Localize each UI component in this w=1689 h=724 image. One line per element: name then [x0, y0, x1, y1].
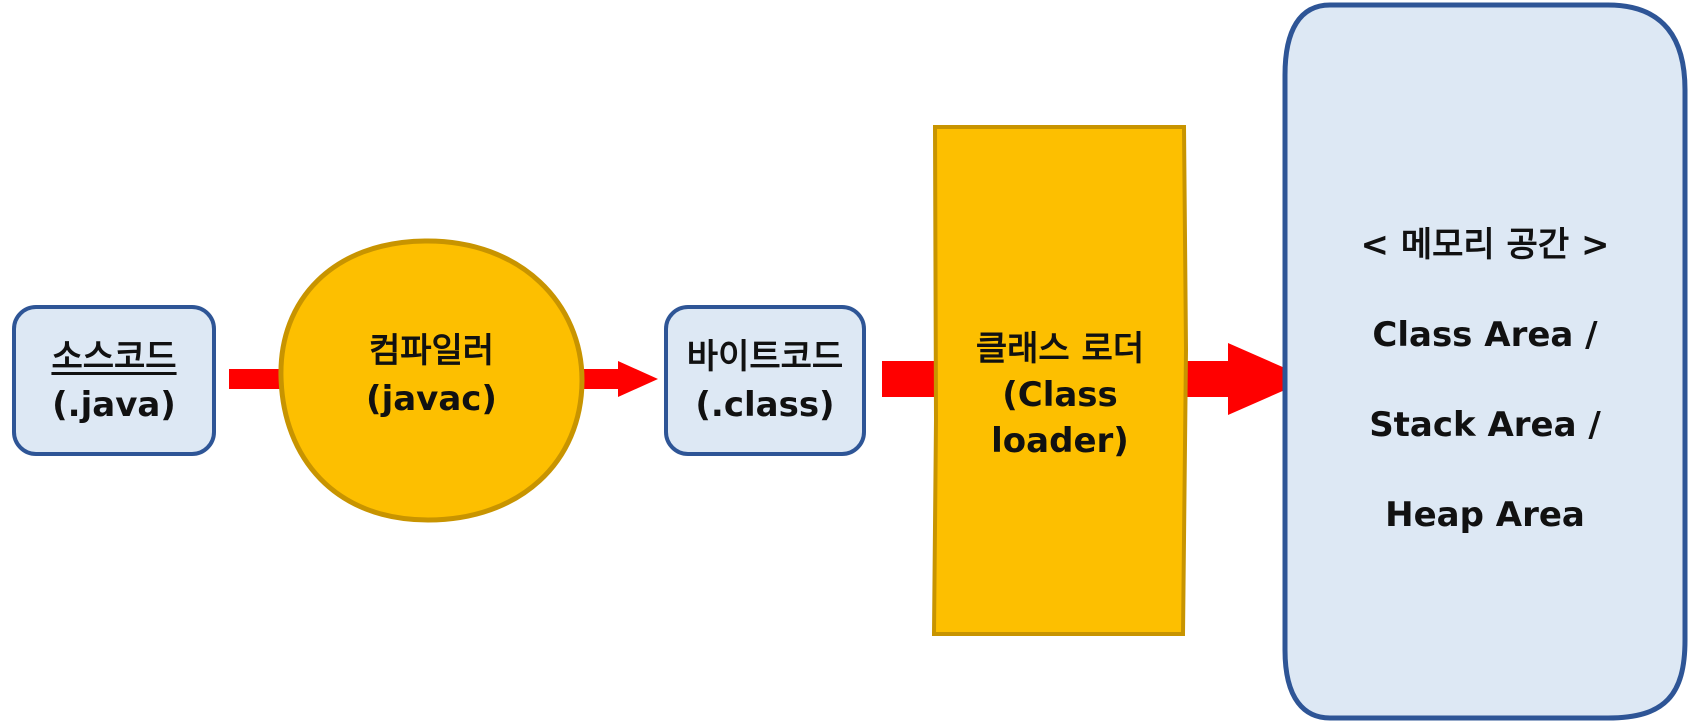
arrow-bytecode-to-loader — [882, 361, 936, 397]
class-loader-en-2: loader) — [991, 421, 1129, 461]
compiler-circle — [278, 238, 585, 523]
source-code-label: 소스코드 (.java) — [14, 307, 214, 454]
memory-space-box — [1282, 2, 1688, 721]
memory-class-area: Class Area / — [1372, 315, 1598, 355]
bytecode-box — [664, 305, 866, 456]
bytecode-ext: (.class) — [695, 384, 835, 425]
memory-stack-area: Stack Area / — [1369, 405, 1601, 445]
arrow-compiler-to-bytecode — [578, 361, 658, 397]
class-loader-box — [931, 125, 1189, 636]
memory-space-title: < 메모리 공간 > — [1360, 225, 1610, 265]
memory-heap-area: Heap Area — [1385, 495, 1585, 535]
arrow-source-to-compiler — [229, 369, 285, 389]
bytecode-title: 바이트코드 — [686, 336, 844, 377]
compiler-title: 컴파일러 — [368, 331, 495, 371]
source-code-ext: (.java) — [52, 384, 176, 425]
arrow-loader-to-memory — [1180, 343, 1310, 415]
bytecode-label: 바이트코드 (.class) — [666, 307, 864, 454]
class-loader-en-1: (Class — [1002, 375, 1118, 415]
compiler-label: 컴파일러 (javac) — [281, 300, 582, 450]
memory-space-label: < 메모리 공간 > Class Area / Stack Area / Hea… — [1285, 200, 1685, 550]
source-code-box — [12, 305, 216, 456]
class-loader-label: 클래스 로더 (Class loader) — [935, 320, 1185, 470]
source-code-title: 소스코드 — [51, 336, 177, 377]
class-loader-title: 클래스 로더 — [975, 329, 1145, 369]
compiler-name: (javac) — [366, 379, 497, 419]
